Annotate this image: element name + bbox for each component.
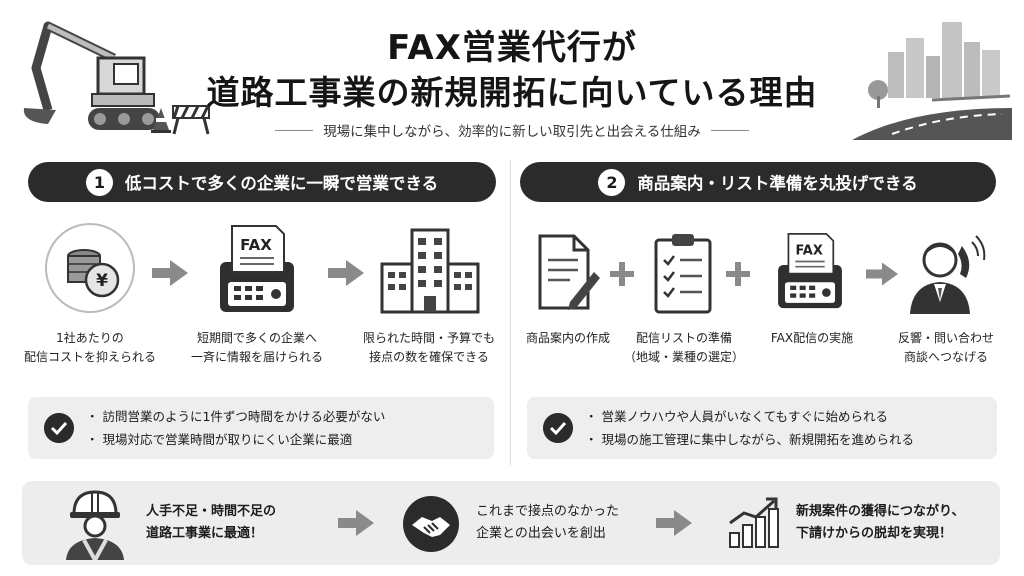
summary-text-2: これまで接点のなかった 企業との出会いを創出 [476, 504, 620, 541]
check-icon [44, 413, 74, 443]
cone-icon [151, 108, 171, 133]
subtitle: 現場に集中しながら、効率的に新しい取引先と出会える仕組み [323, 124, 701, 140]
benefit-item: ・ 訪問営業のように1件ずつ時間をかける必要がない [86, 409, 386, 424]
subtitle-rule-left [275, 129, 314, 131]
excavator-icon [23, 21, 160, 130]
section-1-number: 1 [85, 168, 113, 196]
section-1-title: 低コストで多くの企業に一瞬で営業できる [124, 174, 439, 193]
subtitle-rule-right [710, 129, 749, 131]
office-building-icon [380, 228, 480, 314]
summary-bar [22, 481, 1000, 565]
section-2-header: 2 商品案内・リスト準備を丸投げできる [520, 162, 996, 202]
subtitle-row: 現場に集中しながら、効率的に新しい取引先と出会える仕組み [250, 120, 774, 140]
growth-chart-icon [729, 497, 779, 548]
plus-icon [726, 262, 750, 286]
benefit-item: ・ 現場の施工管理に集中しながら、新規開拓を進められる [585, 432, 914, 447]
benefit-list: ・ 営業ノウハウや人員がいなくてもすぐに始められる ・ 現場の施工管理に集中しな… [585, 405, 914, 451]
step-caption: 商品案内の作成 [525, 331, 610, 345]
arrow-right-icon [656, 510, 692, 536]
page-title-line2: 道路工事業の新規開拓に向いている理由 [206, 73, 818, 112]
arrow-right-icon [866, 262, 898, 286]
coin-yen-icon: ¥ [45, 223, 135, 313]
arrow-right-icon [152, 260, 188, 286]
step-caption: 1社あたりの 配信コストを抑えられる [23, 331, 156, 364]
benefit-list: ・ 訪問営業のように1件ずつ時間をかける必要がない ・ 現場対応で営業時間が取り… [86, 405, 385, 451]
benefit-item: ・ 営業ノウハウや人員がいなくてもすぐに始められる [585, 409, 888, 424]
phone-operator-icon [910, 235, 986, 314]
step-caption: FAX配信の実施 [770, 331, 854, 345]
step-caption: 限られた時間・予算でも 接点の数を確保できる [362, 331, 495, 364]
plus-icon [610, 262, 634, 286]
step-caption: 短期間で多くの企業へ 一斉に情報を届けられる [190, 331, 323, 364]
arrow-right-icon [328, 260, 364, 286]
section-2-title: 商品案内・リスト準備を丸投げできる [637, 174, 918, 193]
summary-text-1: 人手不足・時間不足の 道路工事業に最適！ [146, 504, 277, 541]
arrow-right-icon [338, 510, 374, 536]
benefit-box-2: ・ 営業ノウハウや人員がいなくてもすぐに始められる ・ 現場の施工管理に集中しな… [527, 397, 997, 459]
document-pen-icon [538, 234, 600, 310]
svg-text:¥: ¥ [96, 271, 108, 291]
fax-label: FAX [795, 244, 822, 259]
summary-text-3: 新規案件の獲得につながり、 下請けからの脱却を実現！ [796, 504, 965, 541]
clipboard-checklist-icon [654, 234, 712, 314]
section-1-header: 1 低コストで多くの企業に一瞬で営業できる [28, 162, 496, 202]
page-title-line1: FAX営業代行が [387, 28, 637, 68]
handshake-icon [403, 496, 459, 552]
fax-machine-icon: FAX [778, 233, 842, 309]
section-divider [510, 160, 511, 465]
city-road-icon [852, 22, 1012, 140]
step-caption: 反響・問い合わせ 商談へつなげる [897, 331, 994, 364]
benefit-item: ・ 現場対応で営業時間が取りにくい企業に最適 [86, 432, 353, 447]
benefit-box-1: ・ 訪問営業のように1件ずつ時間をかける必要がない ・ 現場対応で営業時間が取り… [28, 397, 494, 459]
fax-label: FAX [240, 236, 272, 254]
section-2-number: 2 [598, 168, 626, 196]
fax-machine-icon: FAX [220, 225, 294, 312]
road-barrier-icon [172, 105, 210, 135]
check-icon [543, 413, 573, 443]
construction-worker-icon [66, 490, 124, 560]
step-caption: 配信リストの準備 （地域・業種の選定） [624, 331, 745, 364]
